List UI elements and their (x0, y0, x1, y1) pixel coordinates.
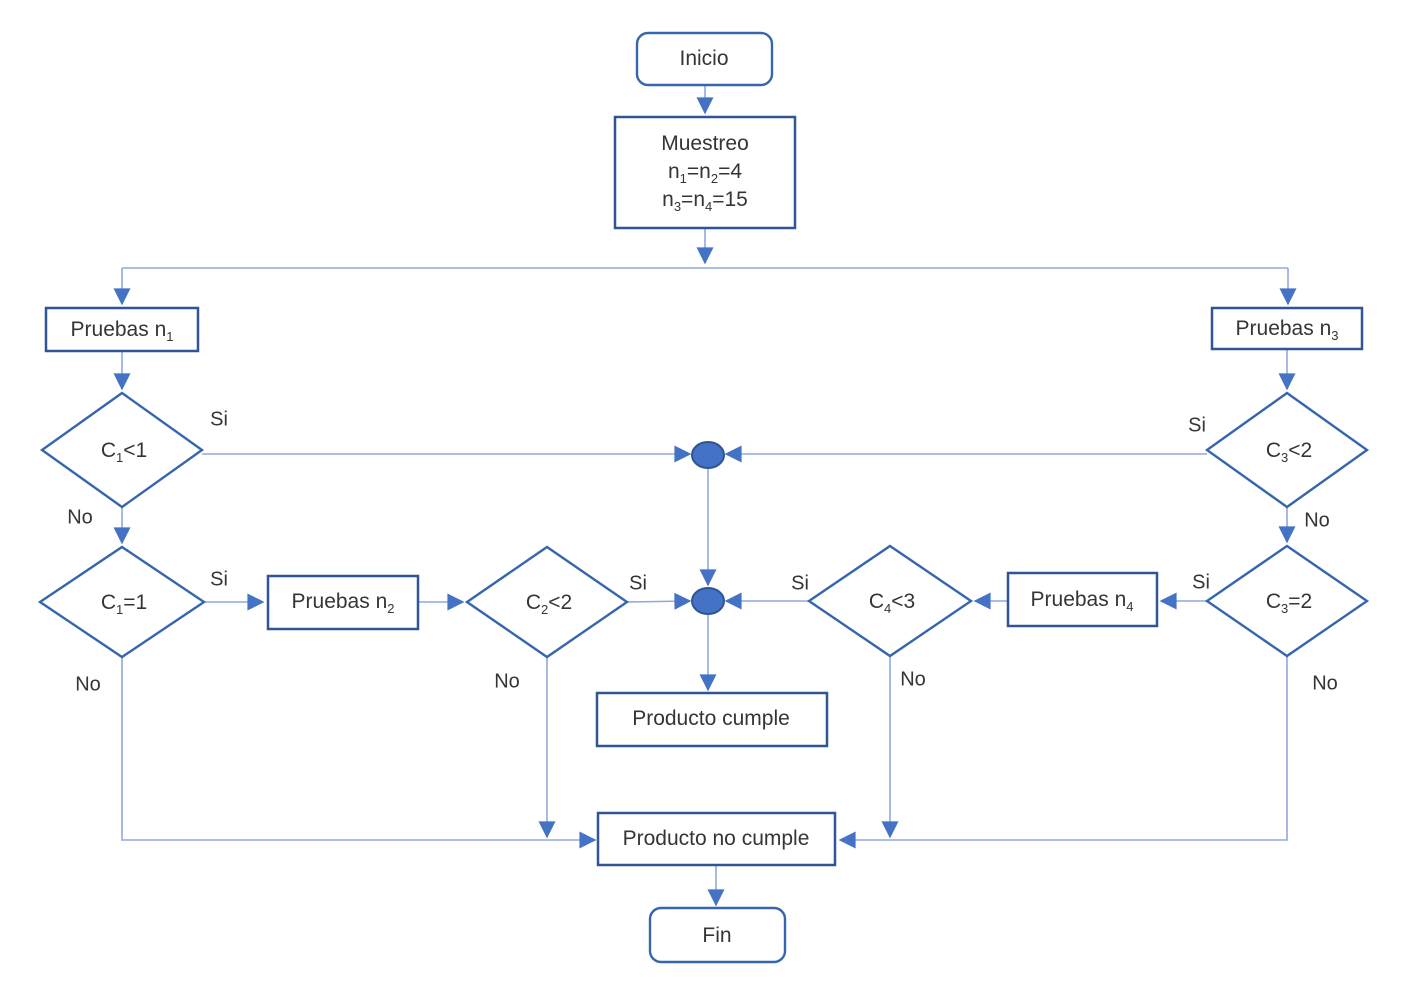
node-label-c3-eq2: C3=2 (1265, 589, 1313, 617)
edge-label-c1eq1-no: No (75, 673, 101, 696)
node-label-producto-no-cumple: Producto no cumple (622, 826, 810, 850)
edge-c3eq2-no-to-producto-no-cumple (838, 656, 1288, 849)
junction-dot-mid (691, 587, 725, 615)
edge-label-c4lt3-no: No (900, 668, 926, 691)
node-muestreo (613, 115, 797, 230)
edge-label-c4lt3-si: Si (791, 572, 809, 595)
edge-label-c1eq1-si: Si (210, 568, 228, 591)
node-c3-lt2 (1204, 391, 1370, 509)
node-pruebas-n3 (1210, 306, 1364, 351)
node-label-fin: Fin (702, 923, 732, 947)
node-pruebas-n1 (44, 306, 200, 353)
muestreo-line1: Muestreo (661, 132, 749, 155)
edge-label-c1lt1-si: Si (210, 408, 228, 431)
node-label-c3-lt2: C3<2 (1265, 438, 1313, 466)
node-label-pruebas-n3: Pruebas n3 (1235, 316, 1339, 344)
node-label-muestreo: Muestreo n1=n2=4 n3=n4=15 (661, 130, 749, 214)
node-label-c2-lt2: C2<2 (525, 590, 573, 618)
node-label-pruebas-n1: Pruebas n1 (70, 317, 174, 345)
edge-c2lt2-yes-to-junction-mid (626, 592, 692, 610)
edge-label-c1lt1-no: No (67, 506, 93, 529)
node-label-inicio: Inicio (679, 46, 729, 70)
edge-label-c3eq2-no: No (1312, 672, 1338, 695)
node-c1-eq1 (37, 545, 207, 659)
node-c2-lt2 (464, 545, 630, 659)
muestreo-line2: n1=n2=4 (667, 160, 743, 187)
node-label-c4-lt3: C4<3 (868, 589, 916, 617)
node-producto-cumple (595, 691, 829, 748)
node-pruebas-n2 (266, 574, 420, 631)
node-c4-lt3 (806, 544, 974, 658)
node-label-c1-eq1: C1=1 (100, 590, 148, 618)
edge-label-c2lt2-no: No (494, 670, 520, 693)
node-fin (648, 906, 787, 964)
node-inicio (635, 31, 774, 87)
node-label-c1-lt1: C1<1 (100, 438, 148, 466)
node-producto-no-cumple (596, 811, 837, 867)
edge-label-c2lt2-si: Si (629, 572, 647, 595)
node-label-pruebas-n4: Pruebas n4 (1030, 587, 1134, 615)
edge-label-c3lt2-no: No (1304, 509, 1330, 532)
edge-label-c3lt2-si: Si (1188, 414, 1206, 437)
edge-label-c3eq2-si: Si (1192, 571, 1210, 594)
node-c3-eq2 (1204, 544, 1370, 658)
node-pruebas-n4 (1006, 571, 1159, 628)
node-label-pruebas-n2: Pruebas n2 (291, 589, 395, 617)
muestreo-line3: n3=n4=15 (662, 188, 748, 215)
node-label-producto-cumple: Producto cumple (632, 706, 790, 730)
node-c1-lt1 (39, 391, 205, 509)
junction-dot-top (691, 441, 725, 469)
edge-c1eq1-no-to-producto-no-cumple (121, 657, 597, 849)
